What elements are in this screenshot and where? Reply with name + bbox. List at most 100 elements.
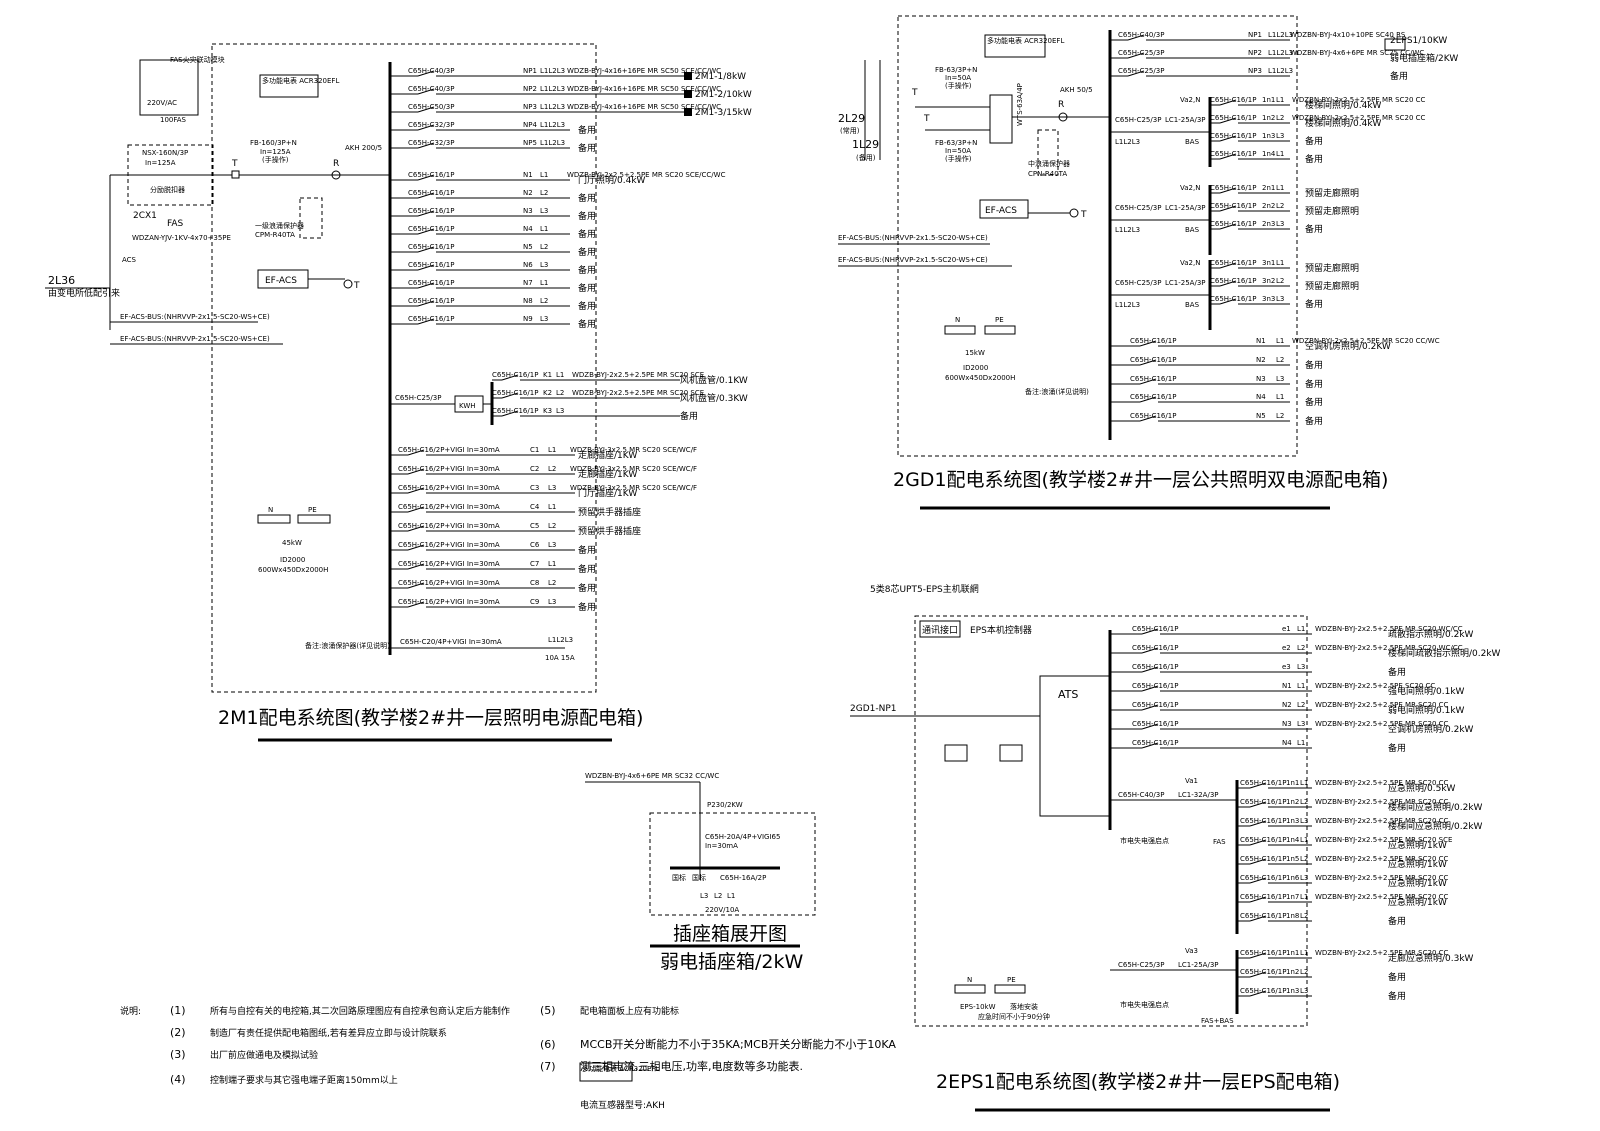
circuit-phase: L3: [1300, 874, 1308, 882]
circuit-breaker: C65H-C16/1P: [1210, 220, 1256, 228]
circuit-load: 备用: [578, 300, 596, 312]
circuit-load: 备用: [1388, 742, 1406, 754]
circuit-phase: L2: [540, 189, 548, 197]
circuit-breaker: C65H-C16/1P: [1240, 949, 1286, 957]
circuit-breaker: C65H-C16/1P: [1240, 798, 1286, 806]
circuit-cable: WDZBN-BYJ-2x2.5+2.5PE MR SC20 CC: [1315, 874, 1449, 882]
circuit-phase: L1: [1300, 949, 1308, 957]
circuit-phase: L1: [1300, 893, 1308, 901]
input-1-label: 2L29: [838, 112, 865, 125]
spd-label: 一级浪涌保护器: [255, 221, 304, 230]
circuit-breaker: C65H-C40/3P: [1118, 31, 1164, 39]
socket-title-2: 弱电插座箱/2kW: [660, 951, 803, 973]
panel-2m1-meter: 多功能电表 ACR320EFL: [262, 76, 339, 85]
circuit-breaker: C65H-C16/1P: [408, 261, 454, 269]
circuit-code: N1: [1282, 682, 1292, 690]
circuit-phase: L3: [540, 207, 548, 215]
circuit-breaker: C65H-C50/3P: [408, 103, 454, 111]
circuit-phase: L1: [548, 446, 556, 454]
label-r-2gd1: R: [1058, 100, 1064, 110]
socket-cable: WDZBN-BYJ-4x6+6PE MR SC32 CC/WC: [585, 772, 719, 780]
circuit-code: N2: [1282, 701, 1292, 709]
circuit-load: 楼梯间疏散指示照明/0.2kW: [1388, 647, 1501, 659]
switch-1-rating: In=50A: [945, 74, 971, 82]
circuit-phase: L2: [540, 297, 548, 305]
eps-mount-note: 应急时间不小于90分钟: [978, 1012, 1050, 1021]
circuit-phase: L1: [1276, 393, 1284, 401]
group-contactor: LC1-25A/3P: [1165, 116, 1206, 124]
circuit-cable: WDZB-BYJ-4x16+16PE MR SC50 SCE/CC/WC: [567, 67, 721, 75]
circuit-load: 楼梯间应急照明/0.2kW: [1388, 820, 1483, 832]
circuit-phase: L1: [1276, 184, 1284, 192]
circuit-load: 备用: [578, 563, 596, 575]
panel-2m1-fas-label: FAS火灾联动模块: [170, 55, 225, 64]
eps-input-label: 2GD1-NP1: [850, 704, 897, 714]
circuit-load: 预留走廊照明: [1305, 262, 1359, 274]
switch-2-note: (手操作): [945, 154, 972, 163]
note-number: (2): [170, 1026, 186, 1039]
eps-group-contactor: LC1-25A/3P: [1178, 961, 1219, 969]
circuit-load: 备用: [1388, 971, 1406, 983]
circuit-code: C4: [530, 503, 540, 511]
circuit-cable: WDZB-BYJ-3x2.5 MR SC20 SCE/WC/F: [570, 446, 697, 454]
circuit-code: e3: [1282, 663, 1291, 671]
note-item: (6)MCCB开关分断能力不小于35KA;MCB开关分断能力不小于10KA: [540, 1037, 896, 1051]
circuit-load: 风机盘管/0.3KW: [680, 392, 748, 404]
circuit-phase: L2: [1300, 855, 1308, 863]
eps-pe-label: PE: [1007, 976, 1016, 984]
circuit-code: NP5: [523, 139, 537, 147]
fas-module-code: 100FAS: [160, 116, 187, 124]
eps-comm-port: 通讯接口: [922, 624, 958, 636]
socket-main-breaker: C65H-20A/4P+VIGI65: [705, 833, 780, 841]
circuit-code: NP1: [523, 67, 537, 75]
circuit-phase: L1L2L3: [540, 103, 565, 111]
label-t-out-2gd1: T: [1080, 210, 1087, 220]
spd-model: CPM-R40TA: [255, 231, 295, 239]
circuit-code: NP4: [523, 121, 537, 129]
bus-line-2-2gd1: EF-ACS-BUS:(NHRVVP-2x1.5-SC20-WS+CE): [838, 256, 988, 264]
circuit-cable: WDZBN-BYJ-4x6+6PE MR SC25 CC/WC: [1290, 49, 1424, 57]
circuit-load: 备用: [1305, 378, 1323, 390]
circuit-phase: L1L2L3: [540, 67, 565, 75]
circuit-code: 1n7: [1286, 893, 1299, 901]
circuit-phase: L2: [540, 243, 548, 251]
circuit-breaker: C65H-C16/1P: [1210, 295, 1256, 303]
note-number: (7): [540, 1060, 556, 1073]
circuit-code: e2: [1282, 644, 1291, 652]
circuit-phase: L3: [540, 315, 548, 323]
circuit-code: 3n1: [1262, 259, 1275, 267]
circuit-load: 备用: [680, 410, 698, 422]
circuit-load: 备用: [578, 582, 596, 594]
circuit-load: 2M1-1/8kW: [695, 72, 746, 82]
circuit-phase: L3: [1276, 220, 1284, 228]
eps-box-symbol: [1384, 38, 1406, 51]
circuit-phase: L2: [1276, 412, 1284, 420]
socket-box-frame: [649, 812, 816, 916]
main-breaker-rating: In=125A: [145, 159, 176, 167]
circuit-phase: L1L2L3: [1268, 49, 1293, 57]
switch-1-note: (手操作): [945, 81, 972, 90]
socket-l2: L2: [714, 892, 722, 900]
circuit-phase: L1: [540, 279, 548, 287]
circuit-code: 1n1: [1286, 779, 1299, 787]
circuit-breaker: C65H-C16/2P+VIGI In=30mA: [398, 446, 500, 454]
ef-acs-label-2gd1: EF-ACS: [985, 206, 1017, 216]
